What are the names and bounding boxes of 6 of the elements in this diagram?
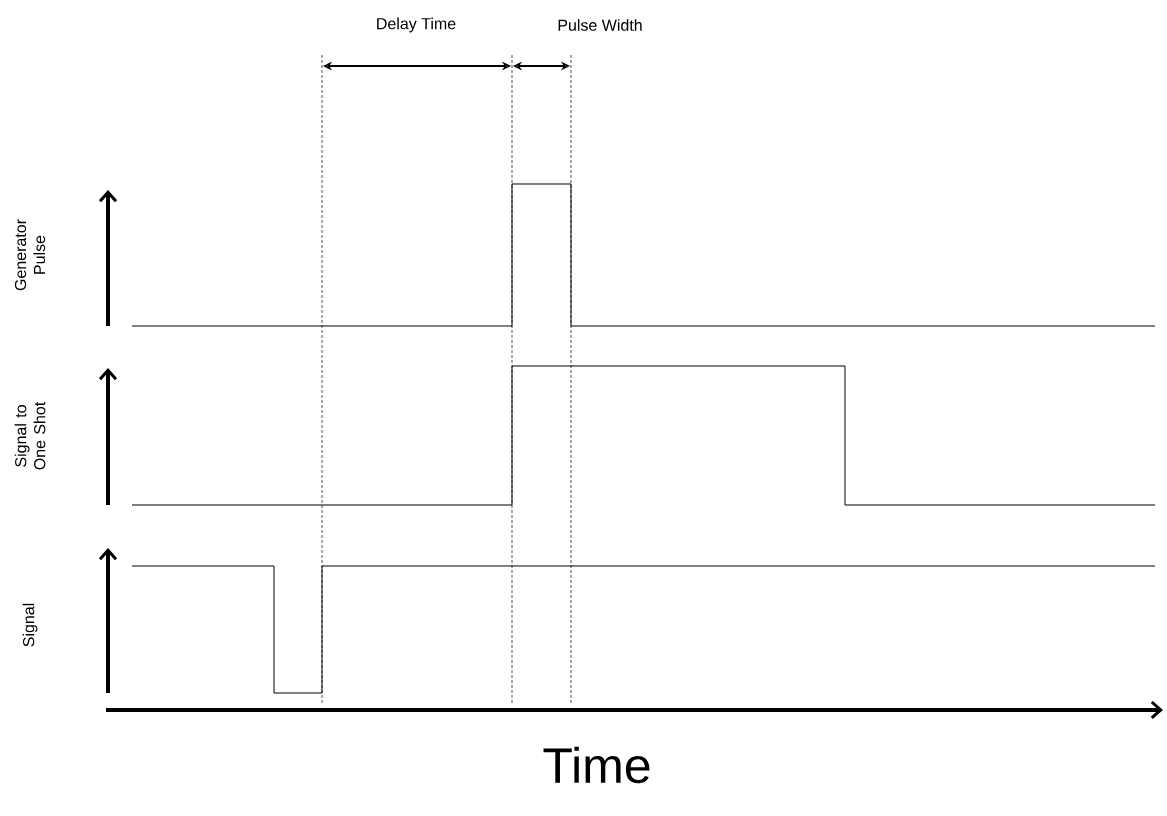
signal-label: Signal to One Shot: [14, 401, 46, 470]
dimension-label: Delay Time: [377, 17, 456, 33]
dimension-label: Pulse Width: [558, 19, 642, 31]
signal-label: Generator Pulse: [14, 219, 46, 291]
signal-label: Signal: [22, 603, 38, 647]
axis-title: Time: [543, 746, 650, 784]
